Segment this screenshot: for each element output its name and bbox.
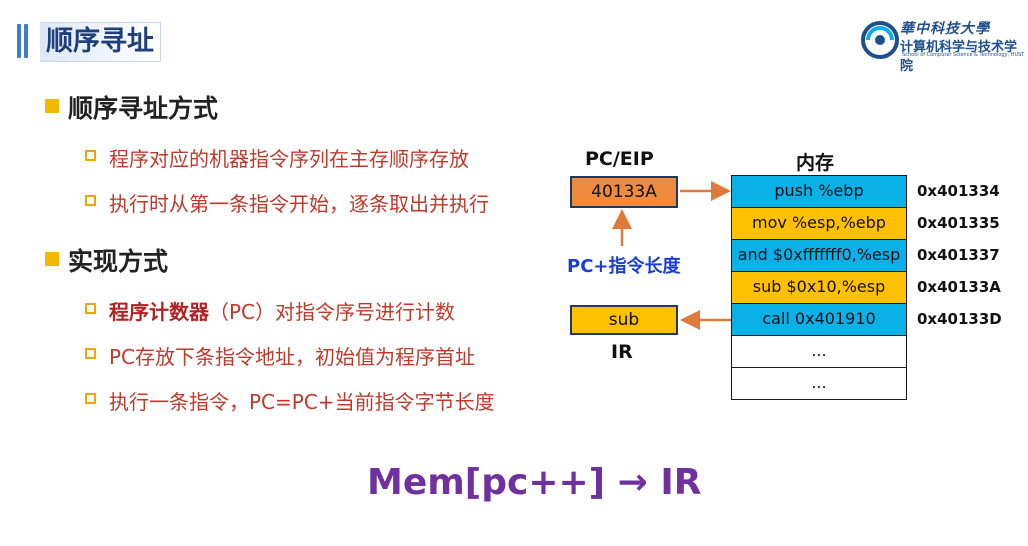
ir-register: sub: [570, 305, 678, 335]
ir-label: IR: [611, 341, 633, 363]
memory-address: 0x40133A: [917, 278, 1001, 296]
item-bullet: [85, 348, 96, 359]
list-item: 程序计数器（PC）对指令序号进行计数: [109, 296, 455, 325]
memory-address: 0x40133D: [917, 310, 1002, 328]
title-decoration: [17, 24, 33, 58]
pc-register: 40133A: [570, 176, 678, 208]
list-item: 程序对应的机器指令序列在主存顺序存放: [109, 147, 469, 171]
memory-address: 0x401337: [917, 246, 1000, 264]
heading-bullet: [45, 252, 59, 266]
memory-address: 0x401335: [917, 214, 1000, 232]
memory-cell: ...: [731, 367, 907, 400]
item-bullet: [85, 150, 96, 161]
logo-school-english: School of Computer Science & Technology,…: [902, 52, 1025, 58]
heading-bullet: [45, 99, 59, 113]
memory-cell: mov %esp,%ebp: [731, 207, 907, 240]
list-item-text: （PC）对指令序号进行计数: [209, 300, 456, 324]
item-bullet: [85, 303, 96, 314]
memory-cell: call 0x401910: [731, 303, 907, 336]
item-bullet: [85, 393, 96, 404]
memory-address: 0x401334: [917, 182, 1000, 200]
item-bullet: [85, 195, 96, 206]
page-title: 顺序寻址: [40, 22, 161, 62]
list-item: PC存放下条指令地址，初始值为程序首址: [109, 345, 476, 369]
section-heading: 实现方式: [68, 247, 169, 276]
list-item: 执行一条指令，PC=PC+当前指令字节长度: [109, 390, 495, 414]
logo-university-name: 華中科技大學: [900, 21, 990, 37]
memory-label: 内存: [796, 152, 835, 174]
logo-school-name: 计算机科学与技术学院: [900, 40, 1018, 74]
term-highlight: 程序计数器: [109, 300, 209, 324]
formula: Mem[pc++] → IR: [367, 462, 702, 503]
section-heading: 顺序寻址方式: [68, 94, 219, 123]
memory-cell: push %ebp: [731, 175, 907, 208]
list-item: 执行时从第一条指令开始，逐条取出并执行: [109, 192, 489, 216]
pc-label: PC/EIP: [585, 148, 654, 170]
pc-increment-label: PC+指令长度: [567, 256, 681, 277]
